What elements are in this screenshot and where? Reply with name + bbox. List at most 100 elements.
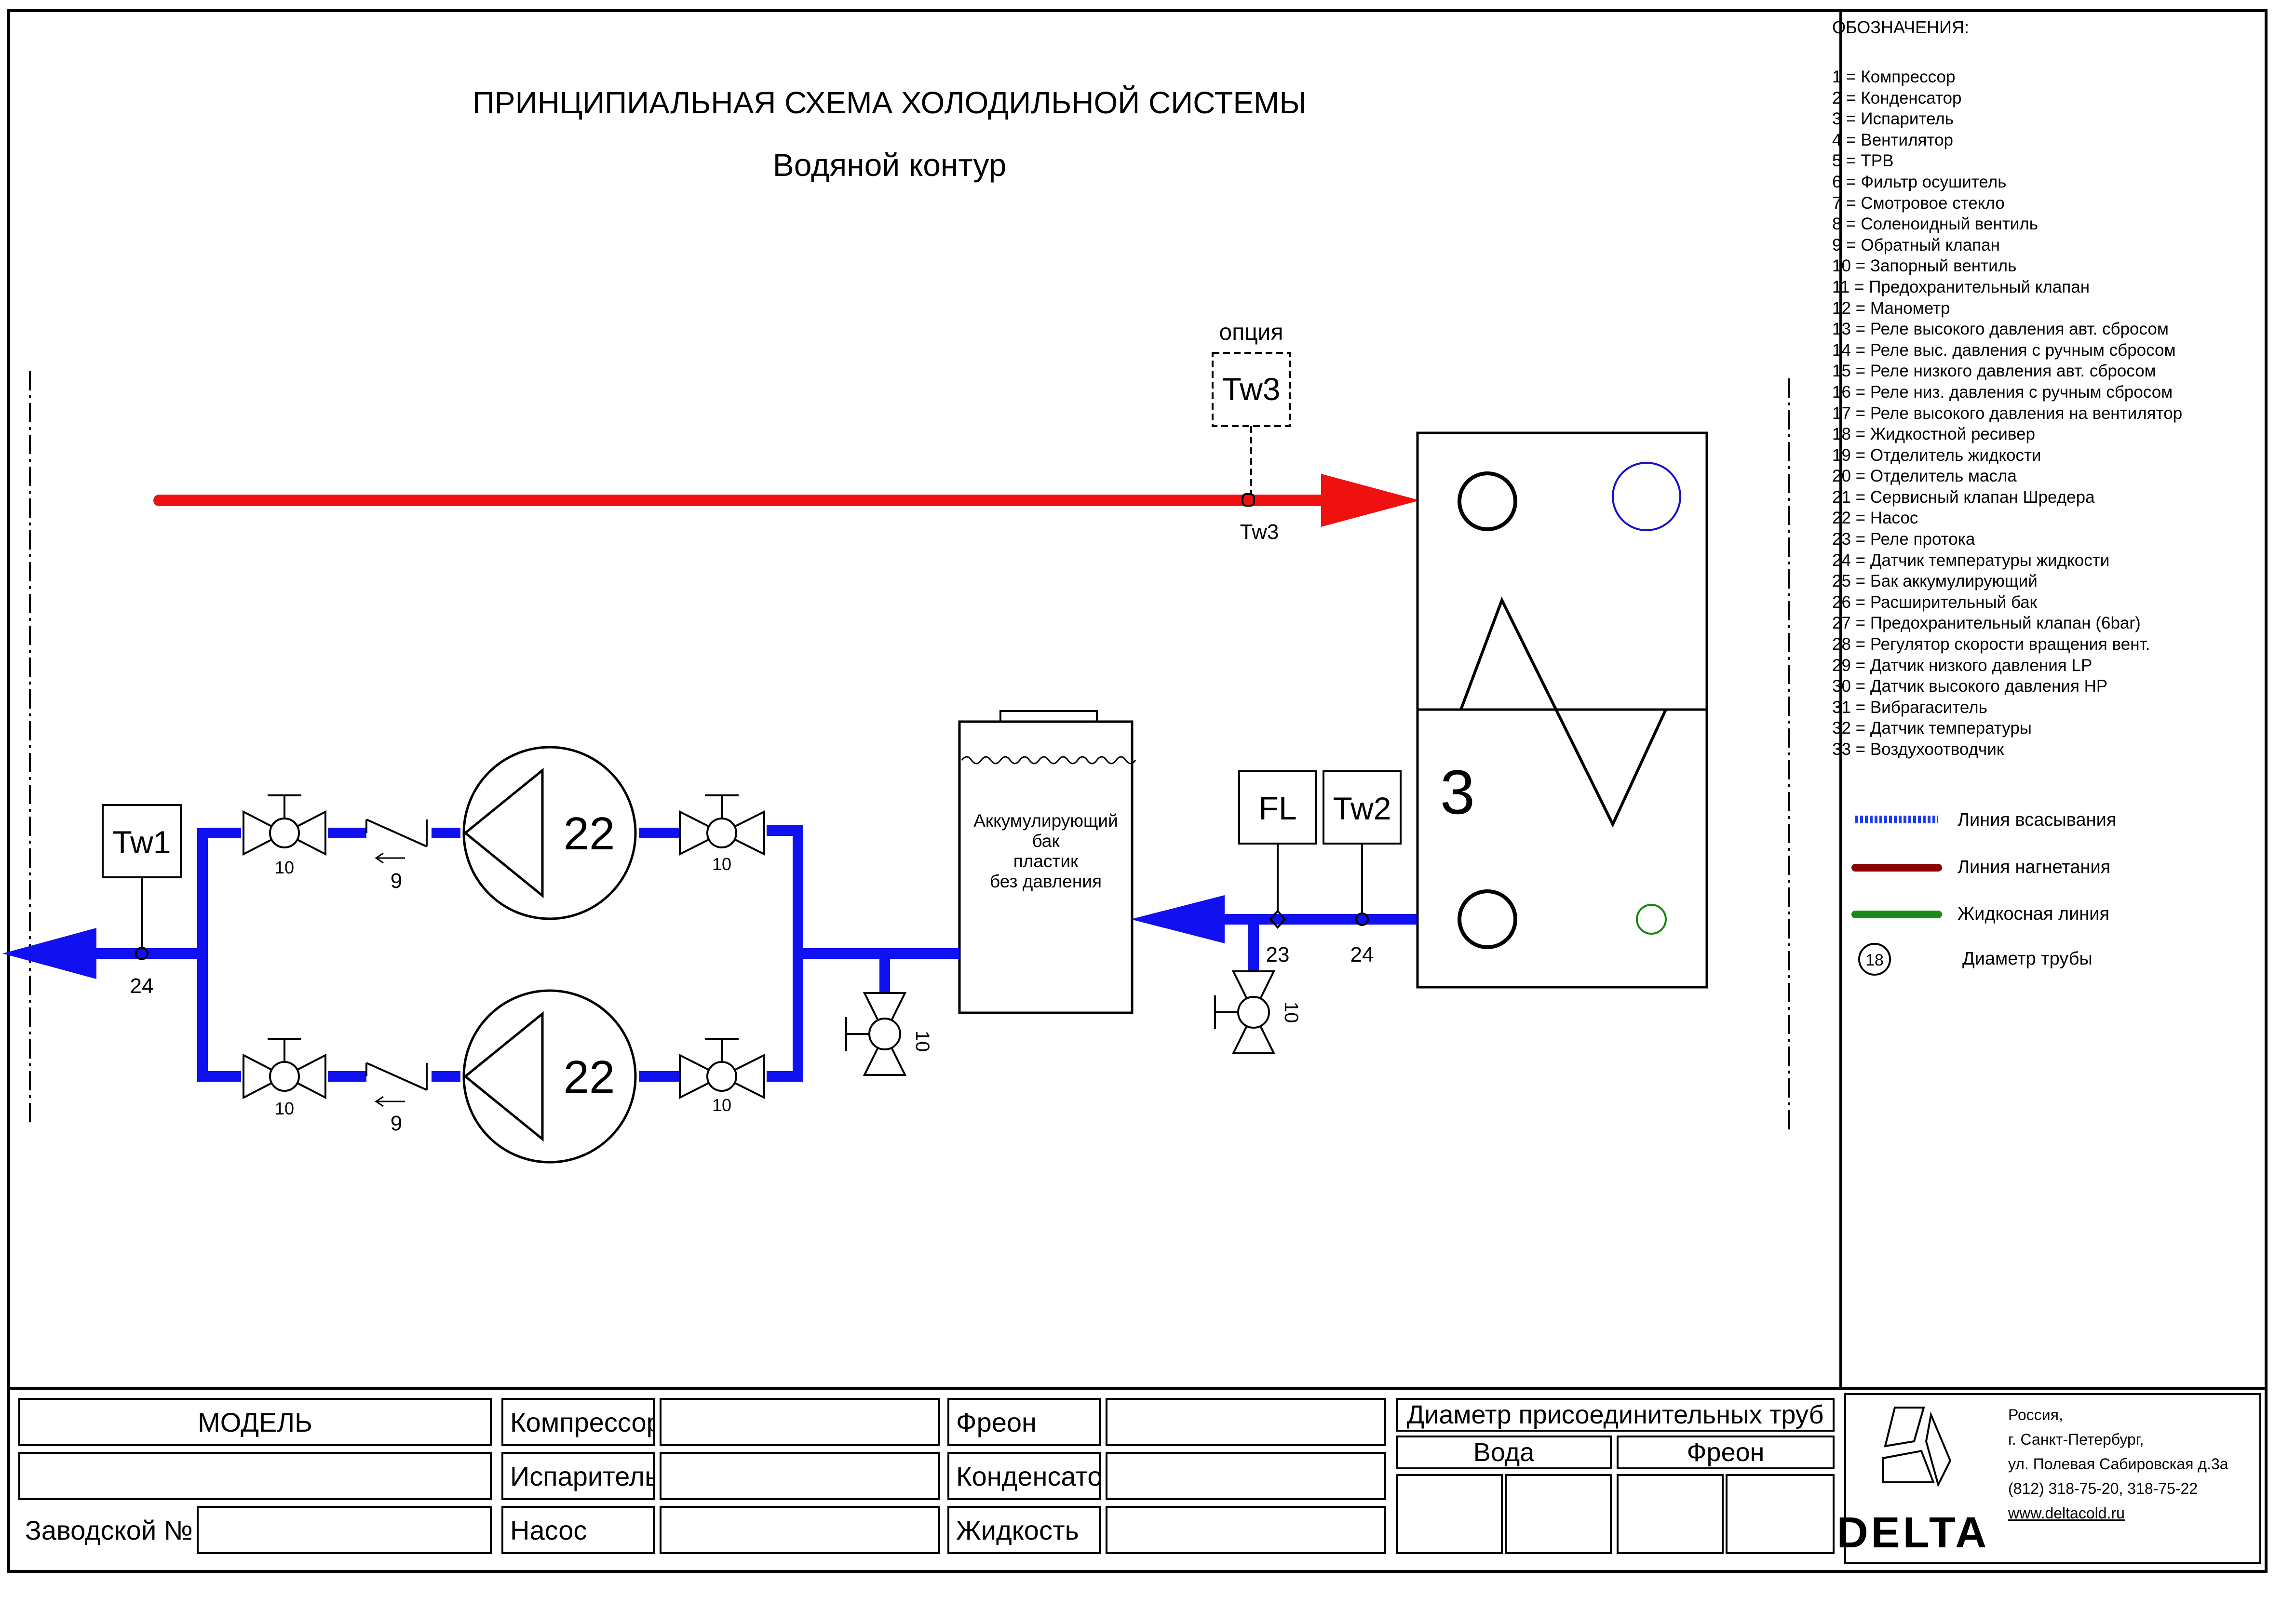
drain-valve-left-number: 10	[912, 1031, 933, 1052]
legend-item: 22 = Насос	[1832, 509, 1918, 528]
upper-shutoff-valve-1[interactable]	[243, 794, 326, 856]
lower-shutoff-valve-2[interactable]	[679, 1038, 765, 1100]
legend-line-liquid-label: Жидкосная линия	[1958, 904, 2110, 924]
legend-item: 23 = Реле протока	[1832, 530, 1975, 549]
return-arrow	[1131, 895, 1225, 943]
lower-shutoff-valve-1[interactable]	[243, 1038, 326, 1100]
tw1-point	[135, 947, 148, 960]
accumulating-tank	[958, 720, 1134, 1014]
evaporator-number: 3	[1440, 757, 1475, 827]
tb-condenser-value[interactable]	[1106, 1452, 1386, 1500]
company-line-4: (812) 318-75-20, 318-75-22	[2008, 1480, 2198, 1497]
tb-water-out[interactable]	[1505, 1474, 1612, 1554]
flow-switch-text: FL	[1258, 790, 1296, 827]
lower-valve-2-number: 10	[712, 1095, 731, 1115]
legend-item: 7 = Смотровое стекло	[1832, 193, 2005, 213]
tb-serial-value[interactable]	[197, 1506, 492, 1554]
diagram-title: ПРИНЦИПИАЛЬНАЯ СХЕМА ХОЛОДИЛЬНОЙ СИСТЕМЫ	[472, 85, 1307, 120]
upper-check-valve[interactable]	[365, 819, 428, 864]
tb-freon-out[interactable]	[1726, 1474, 1835, 1554]
lower-pump-number: 22	[564, 1051, 615, 1103]
company-line-3: ул. Полевая Сабировская д.3а	[2008, 1455, 2228, 1473]
legend-pipe-diameter-label: Диаметр трубы	[1962, 949, 2092, 969]
tw3-sensor-point	[1242, 493, 1255, 507]
delta-brand: DELTA	[1837, 1509, 1990, 1557]
tb-freon-value[interactable]	[1106, 1398, 1386, 1446]
tb-model-value[interactable]	[18, 1452, 492, 1500]
tb-evaporator: Испаритель	[501, 1452, 655, 1500]
upper-pump[interactable]	[462, 746, 637, 920]
tank-lid	[999, 710, 1098, 723]
legend-item: 15 = Реле низкого давления авт. сбросом	[1832, 362, 2156, 381]
hot-water-arrow	[1321, 474, 1420, 527]
evaporator-freon-port-green	[1636, 904, 1667, 935]
legend-item: 30 = Датчик высокого давления HP	[1832, 677, 2108, 696]
legend-item: 5 = ТРВ	[1832, 151, 1894, 171]
evaporator-freon-port-blue	[1612, 462, 1681, 531]
legend-item: 33 = Воздухоотводчик	[1832, 740, 2004, 759]
upper-shutoff-valve-2[interactable]	[679, 794, 765, 856]
legend-pipe-diameter-num: 18	[1865, 951, 1884, 969]
tank-label-3: пластик	[1013, 851, 1079, 871]
tw1-number: 24	[130, 974, 154, 998]
upper-valve-2-number: 10	[712, 854, 731, 874]
diagram-subtitle: Водяной контур	[773, 147, 1007, 183]
drain-valve-left[interactable]	[845, 992, 907, 1076]
tb-compressor: Компрессор	[501, 1398, 655, 1446]
legend-item: 26 = Расширительный бак	[1832, 592, 2037, 612]
tb-pump-value[interactable]	[660, 1506, 940, 1554]
lower-pump[interactable]	[462, 989, 637, 1164]
tb-pump: Насос	[501, 1506, 655, 1554]
tank-label-4: без давления	[990, 872, 1102, 891]
upper-valve-1-number: 10	[275, 858, 294, 877]
company-line-1: Россия,	[2008, 1406, 2063, 1423]
tb-liquid-value[interactable]	[1106, 1506, 1386, 1554]
tw1-sensor-text: Tw1	[112, 824, 171, 860]
legend-line-discharge: Линия нагнетания	[1832, 853, 2247, 882]
tank-water-level	[961, 756, 1136, 765]
legend-item: 3 = Испаритель	[1832, 109, 1954, 129]
lower-check-valve[interactable]	[365, 1062, 428, 1107]
tb-freon: Фреон	[947, 1398, 1101, 1446]
tw3-label: Tw3	[1240, 520, 1279, 544]
tb-pipe-diameter: Диаметр присоединительных труб	[1396, 1398, 1835, 1432]
tb-freon-pipe: Фреон	[1617, 1436, 1835, 1469]
tb-compressor-value[interactable]	[660, 1398, 940, 1446]
legend-item: 1 = Компрессор	[1832, 67, 1956, 86]
tw2-number: 24	[1350, 943, 1374, 966]
tb-freon-in[interactable]	[1617, 1474, 1724, 1554]
legend-item: 4 = Вентилятор	[1832, 130, 1954, 149]
upper-check-valve-number: 9	[391, 869, 402, 893]
legend-item: 16 = Реле низ. давления с ручным сбросом	[1832, 382, 2173, 402]
company-info: Россия, г. Санкт-Петербург, ул. Полевая …	[2008, 1403, 2228, 1526]
legend-title: ОБОЗНАЧЕНИЯ:	[1832, 17, 1970, 37]
tank-label-1: Аккумулирующий	[973, 811, 1118, 831]
tank-label-2: бак	[1032, 831, 1060, 851]
tw2-sensor-text: Tw2	[1333, 791, 1391, 826]
legend-item: 29 = Датчик низкого давления LP	[1832, 656, 2092, 675]
legend-line-suction: Линия всасывания	[1832, 806, 2247, 835]
supply-arrow	[2, 928, 96, 979]
evaporator-water-in-port	[1458, 471, 1517, 531]
tb-company-box	[1844, 1393, 2261, 1564]
tw3-option-box	[1212, 352, 1291, 427]
legend-item: 10 = Запорный вентиль	[1832, 256, 2017, 276]
drain-valve-right-number: 10	[1281, 1002, 1302, 1023]
legend-item: 18 = Жидкостной ресивер	[1832, 425, 2035, 444]
drain-valve-right[interactable]	[1214, 970, 1276, 1054]
legend-item: 11 = Предохранительный клапан	[1832, 277, 2090, 296]
legend-item: 27 = Предохранительный клапан (6bar)	[1832, 614, 2141, 633]
legend-item: 31 = Вибрагаситель	[1832, 698, 1987, 717]
upper-pump-number: 22	[564, 808, 615, 859]
legend-pipe-diameter: Диаметр трубы	[1832, 945, 2247, 974]
tb-water: Вода	[1396, 1436, 1612, 1469]
legend-line-discharge-label: Линия нагнетания	[1958, 857, 2111, 877]
company-website[interactable]: www.deltacold.ru	[2008, 1504, 2125, 1522]
tb-evaporator-value[interactable]	[660, 1452, 940, 1500]
legend-item: 21 = Сервисный клапан Шредера	[1832, 487, 2095, 507]
tb-water-in[interactable]	[1396, 1474, 1503, 1554]
tb-liquid: Жидкость	[947, 1506, 1101, 1554]
